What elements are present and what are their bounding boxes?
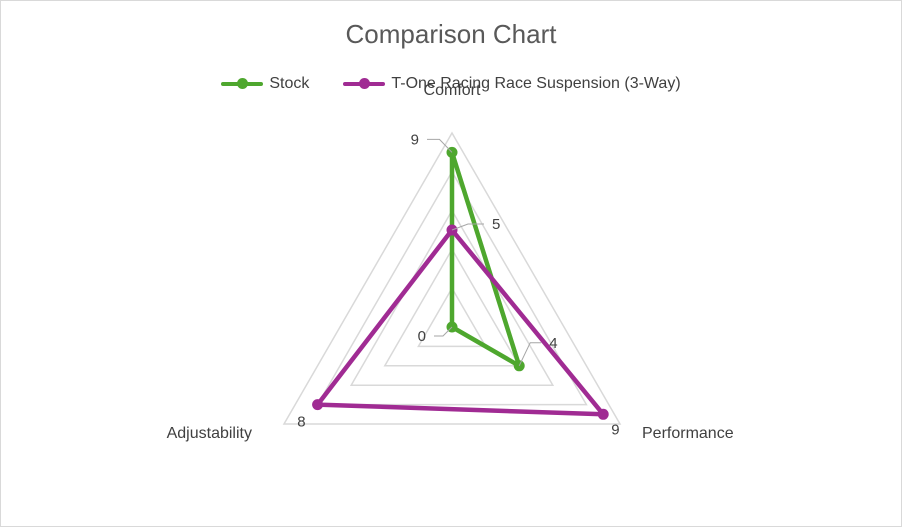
- grid-ring-2: [417, 286, 487, 348]
- data-label-5: 8: [297, 414, 305, 431]
- data-label-leader-1: [451, 223, 484, 231]
- grid-ring-8: [316, 170, 588, 406]
- chart-title: Comparison Chart: [345, 19, 557, 49]
- legend-swatch-race-suspension: [343, 78, 386, 89]
- data-label-0: 9: [411, 131, 419, 148]
- axis-label-adjustability: Adjustability: [167, 425, 252, 442]
- data-label-4: 9: [611, 421, 619, 438]
- data-label-leader-2: [434, 326, 453, 337]
- data-label-leader-3: [518, 342, 542, 367]
- legend: Stock T-One Racing Race Suspension (3-Wa…: [1, 75, 901, 93]
- data-label-leader-0: [427, 138, 453, 153]
- legend-label-race-suspension: T-One Racing Race Suspension (3-Way): [391, 75, 681, 92]
- axis-label-comfort: Comfort: [424, 82, 481, 99]
- legend-item-race-suspension: T-One Racing Race Suspension (3-Way): [343, 75, 681, 93]
- data-label-2: 0: [418, 328, 426, 345]
- legend-label-stock: Stock: [269, 75, 310, 92]
- series-line-0: [449, 150, 522, 369]
- axis-label-performance: Performance: [642, 425, 734, 442]
- data-label-1: 5: [492, 216, 500, 233]
- grid-ring-10: [282, 131, 622, 425]
- series-1-point-1: [597, 408, 609, 420]
- legend-item-stock: Stock: [221, 75, 309, 93]
- legend-swatch-stock: [221, 78, 264, 89]
- data-label-3: 4: [549, 335, 557, 352]
- grid-ring-4: [383, 247, 521, 367]
- series-line-1: [315, 227, 606, 417]
- series-1-point-2: [312, 399, 324, 411]
